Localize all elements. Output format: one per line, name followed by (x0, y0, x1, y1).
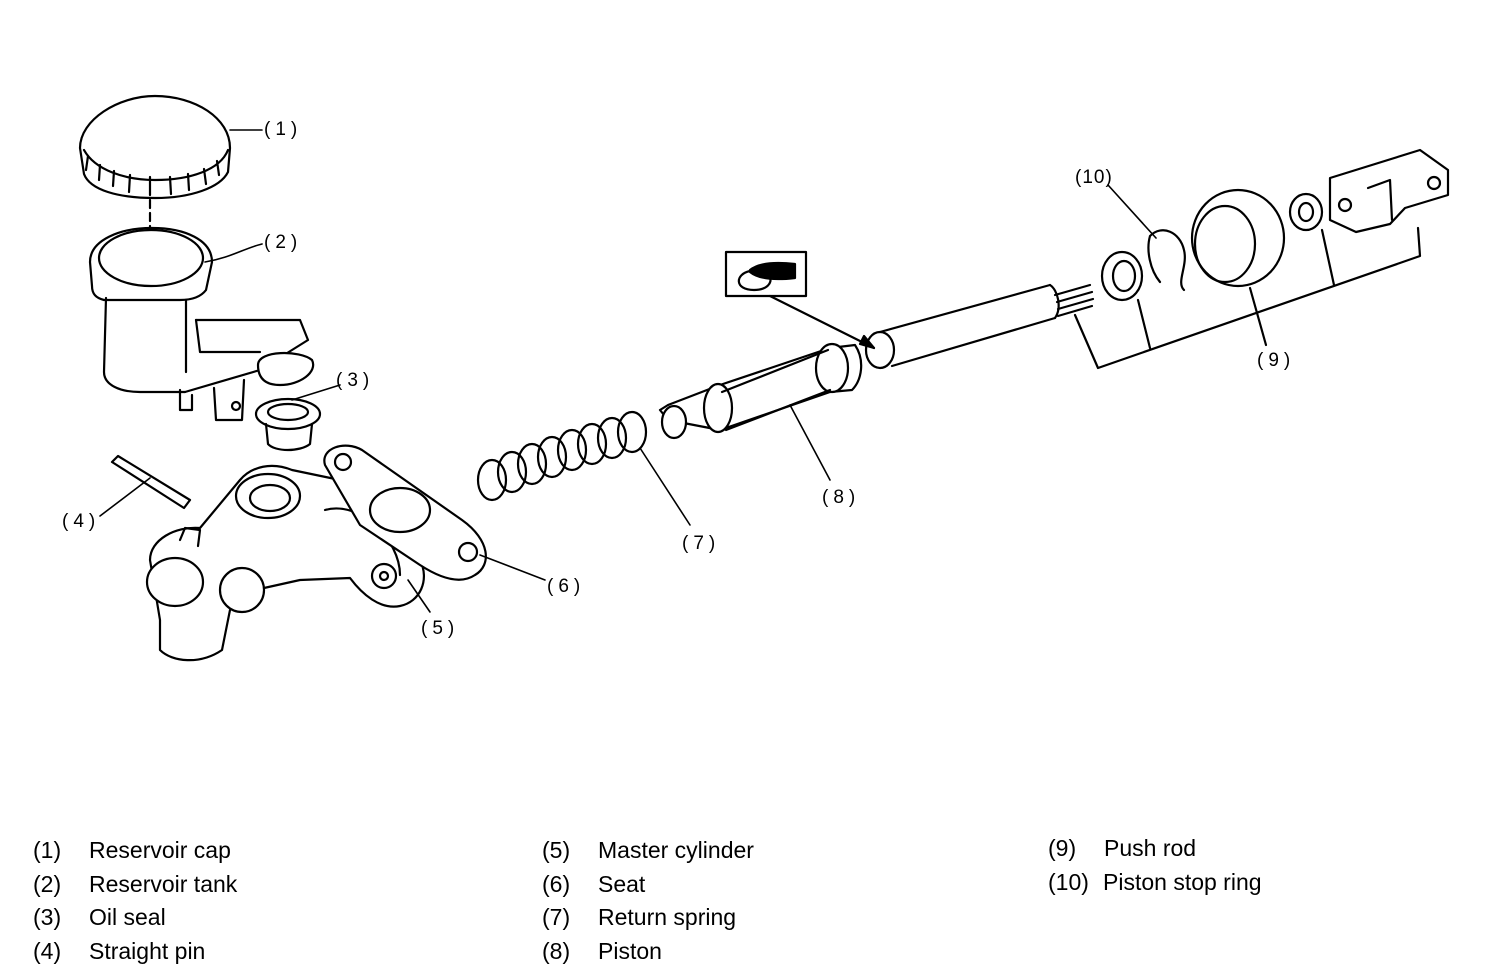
legend-item: (6) Seat (542, 868, 754, 902)
legend-label: Piston stop ring (1103, 868, 1262, 895)
legend-item: (10) Piston stop ring (1048, 866, 1262, 900)
legend-number: (1) (33, 837, 62, 863)
legend-item: (5) Master cylinder (542, 834, 754, 868)
legend-label: Push rod (1104, 835, 1197, 861)
legend-label: Piston (598, 937, 662, 964)
legend-item: (4) Straight pin (33, 935, 237, 969)
legend-column-2: (5) Master cylinder (6) Seat (7) Return spr… (542, 834, 754, 968)
piston-stop-ring (1100, 229, 1186, 302)
legend-number: (6) (542, 870, 571, 897)
seat-flange (323, 444, 487, 581)
return-spring (476, 410, 648, 502)
bracket-9 (1073, 226, 1422, 370)
push-rod-boot (1190, 188, 1286, 288)
legend-item: (7) Return spring (542, 901, 754, 935)
legend-label: Return spring (598, 904, 737, 930)
legend-number: (2) (33, 870, 62, 897)
legend-item: (9) Push rod (1048, 832, 1262, 866)
legend-number: (7) (542, 904, 571, 930)
callout-4: (4) (62, 511, 100, 532)
callout-3: (3) (336, 370, 374, 391)
legend-label: Reservoir tank (89, 870, 238, 897)
legend-number: (4) (33, 937, 62, 964)
legend-column-3: (9) Push rod (10) Piston stop ring (1048, 832, 1262, 899)
legend-number: (9) (1048, 835, 1077, 861)
legend-label: Straight pin (89, 937, 206, 964)
legend-number: (10) (1048, 868, 1089, 895)
callout-5: (5) (421, 618, 459, 639)
legend-number: (8) (542, 937, 571, 964)
leader-lines (99, 129, 1157, 613)
callout-6: (6) (547, 576, 585, 597)
callout-9: (9) (1257, 350, 1295, 371)
legend-label: Oil seal (89, 904, 166, 930)
legend-label: Reservoir cap (89, 837, 231, 863)
legend-item: (2) Reservoir tank (33, 868, 237, 902)
exploded-view-diagram: (1) (2) (3) (4) (5) (6) (7) (8) (9) (10) (62, 94, 1450, 662)
callout-2: (2) (264, 232, 302, 253)
legend-item: (8) Piston (542, 935, 754, 969)
legend-item: (3) Oil seal (33, 901, 237, 935)
callout-8: (8) (822, 487, 860, 508)
callout-7: (7) (682, 533, 720, 554)
lock-nut (1288, 192, 1324, 232)
callout-1: (1) (264, 119, 302, 140)
straight-pin (110, 454, 192, 510)
legend-number: (5) (542, 837, 571, 863)
reservoir-tank (88, 226, 315, 422)
master-cylinder-body (145, 464, 425, 662)
grease-application-icon (724, 250, 876, 350)
legend-label: Master cylinder (598, 837, 754, 863)
clevis-yoke (1328, 148, 1450, 234)
callout-10: (10) (1075, 167, 1113, 188)
push-rod-shaft (864, 283, 1095, 370)
legend-column-1: (1) Reservoir cap (2) Reservoir tank (3) Oi… (33, 834, 237, 968)
reservoir-cap (78, 94, 232, 252)
piston (658, 342, 863, 440)
oil-seal (254, 397, 322, 452)
legend-number: (3) (33, 904, 62, 930)
legend-label: Seat (598, 870, 646, 897)
legend-item: (1) Reservoir cap (33, 834, 237, 868)
